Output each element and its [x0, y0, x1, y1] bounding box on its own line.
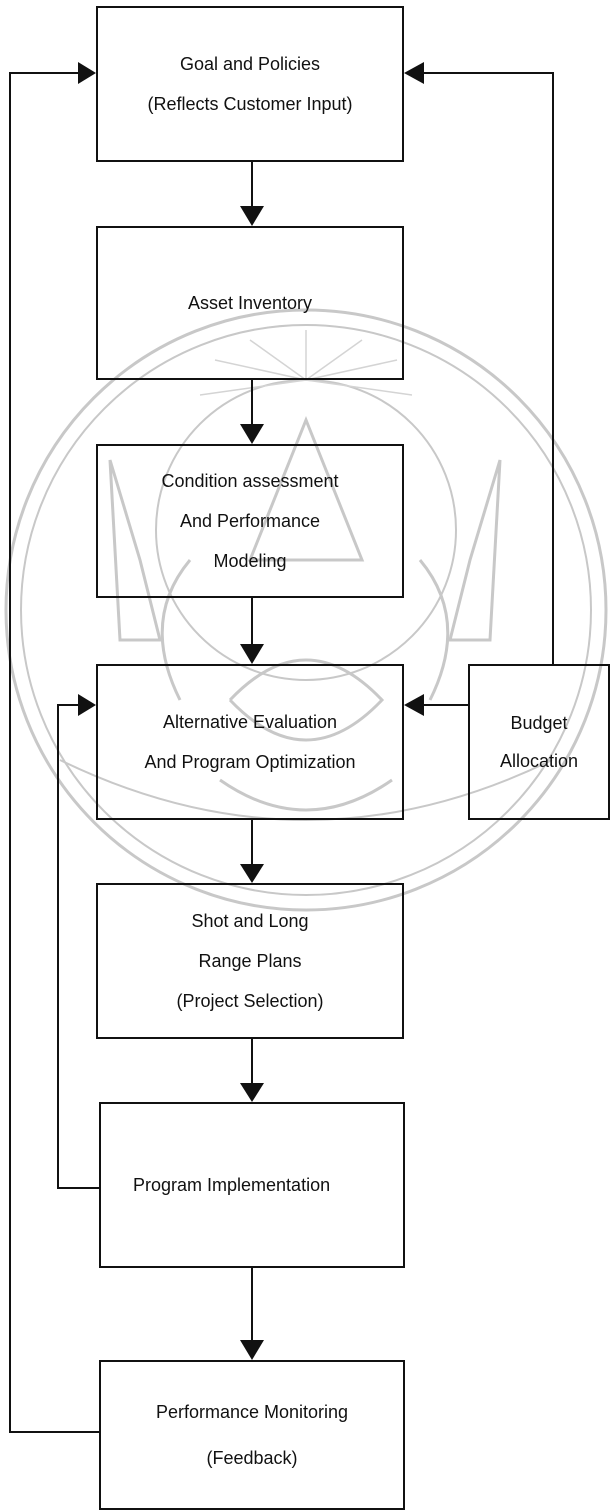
- node-alternative-line-1: Alternative Evaluation: [162, 712, 338, 732]
- arrowhead-goal-right: [404, 62, 424, 84]
- node-monitoring-line-1: Performance Monitoring: [155, 1402, 349, 1422]
- edge-monitoring-goal: [9, 72, 99, 1433]
- arrowhead-goal-left: [78, 62, 96, 84]
- node-goal-line-1: Goal and Policies: [179, 54, 321, 74]
- node-goal-line-2: (Reflects Customer Input): [147, 94, 353, 114]
- node-asset-line-1: Asset Inventory: [187, 293, 313, 313]
- arrowhead-plans: [240, 864, 264, 883]
- node-budget-line-2: Allocation: [499, 751, 579, 771]
- node-condition-line-2: And Performance: [179, 511, 321, 531]
- node-implementation-line-1: Program Implementation: [133, 1175, 331, 1195]
- node-alternative-line-2: And Program Optimization: [144, 752, 356, 772]
- node-performance-monitoring: Performance Monitoring (Feedback): [99, 1360, 405, 1510]
- node-range-plans: Shot and Long Range Plans (Project Selec…: [96, 883, 404, 1039]
- node-condition-line-3: Modeling: [213, 551, 287, 571]
- node-condition-line-1: Condition assessment: [161, 471, 339, 491]
- edge-budget-goal: [422, 72, 554, 664]
- node-budget-allocation: Budget Allocation: [468, 664, 610, 820]
- node-program-implementation: Program Implementation: [99, 1102, 405, 1268]
- arrowhead-asset: [240, 206, 264, 226]
- node-goal-and-policies: Goal and Policies (Reflects Customer Inp…: [96, 6, 404, 162]
- arrowhead-alternative-top: [240, 644, 264, 664]
- arrowhead-condition: [240, 424, 264, 444]
- node-asset-inventory: Asset Inventory: [96, 226, 404, 380]
- node-monitoring-line-2: (Feedback): [206, 1448, 298, 1468]
- edge-implementation-alternative: [57, 704, 99, 1189]
- node-plans-line-3: (Project Selection): [176, 991, 324, 1011]
- node-plans-line-2: Range Plans: [198, 951, 302, 971]
- node-plans-line-1: Shot and Long: [191, 911, 309, 931]
- arrowhead-monitoring: [240, 1340, 264, 1360]
- node-alternative-evaluation: Alternative Evaluation And Program Optim…: [96, 664, 404, 820]
- arrowhead-alternative-left: [78, 694, 96, 716]
- arrowhead-implementation: [240, 1083, 264, 1102]
- arrowhead-alternative-right: [404, 694, 424, 716]
- node-condition-assessment: Condition assessment And Performance Mod…: [96, 444, 404, 598]
- node-budget-line-1: Budget: [510, 713, 568, 733]
